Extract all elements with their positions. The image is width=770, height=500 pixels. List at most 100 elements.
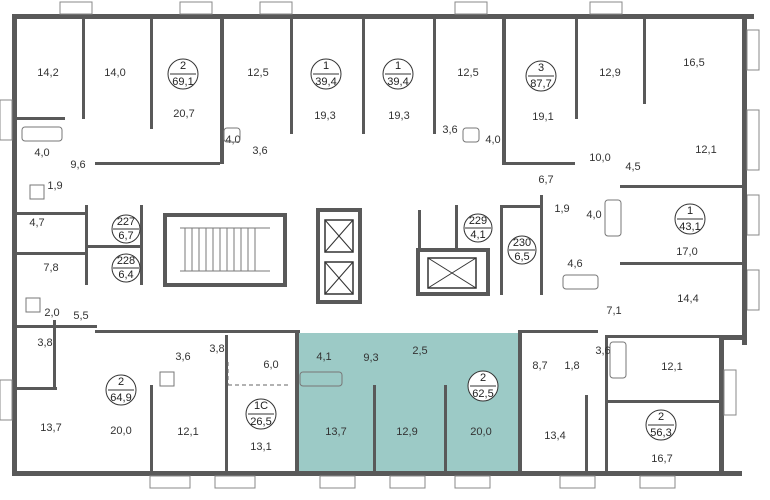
apartment-badge: 2 64,9 <box>105 374 137 406</box>
room-area: 13,7 <box>40 422 61 434</box>
room-labels: 14,2 14,0 20,7 12,5 19,3 19,3 12,5 19,1 … <box>29 57 716 465</box>
apartment-rooms: 1 <box>687 205 693 217</box>
room-area: 13,1 <box>250 441 271 453</box>
room-area: 7,1 <box>606 305 621 317</box>
room-area: 19,1 <box>532 111 553 123</box>
apartment-area: 87,7 <box>530 78 551 90</box>
room-area: 16,7 <box>651 453 672 465</box>
room-area: 6,0 <box>263 359 278 371</box>
room-area: 12,1 <box>177 426 198 438</box>
room-area: 19,3 <box>388 110 409 122</box>
apartment-rooms: 2 <box>658 411 664 423</box>
apartment-rooms: 3 <box>538 62 544 74</box>
room-area: 14,0 <box>104 67 125 79</box>
apartment-badge: 2 56,3 <box>645 409 677 441</box>
apartment-area: 43,1 <box>679 221 700 233</box>
room-area: 3,6 <box>595 345 610 357</box>
apartment-rooms: 2 <box>180 60 186 72</box>
elevator-2 <box>324 261 354 295</box>
room-area: 12,1 <box>695 144 716 156</box>
storage-number: 230 <box>513 237 531 249</box>
room-area: 3,8 <box>209 343 224 355</box>
room-area: 4,6 <box>567 258 582 270</box>
elevator-3 <box>427 257 477 289</box>
apartment-badge: 1 39,4 <box>310 58 342 90</box>
storage-badge: 229 4,1 <box>463 213 493 243</box>
top-windows <box>0 1 760 489</box>
room-area: 4,1 <box>316 351 331 363</box>
room-area: 3,6 <box>252 145 267 157</box>
apartment-area: 26,5 <box>250 416 271 428</box>
room-area: 10,0 <box>589 152 610 164</box>
apartment-badge: 1 39,4 <box>382 58 414 90</box>
apartment-badge: 1С 26,5 <box>245 398 277 430</box>
room-area: 4,0 <box>34 147 49 159</box>
apartment-rooms: 1С <box>254 400 268 412</box>
highlighted-apartment-fill <box>297 333 520 472</box>
room-area: 2,5 <box>412 345 427 357</box>
room-area: 7,8 <box>43 262 58 274</box>
room-area: 6,7 <box>538 174 553 186</box>
storage-badge: 230 6,5 <box>507 235 537 265</box>
apartment-area: 69,1 <box>172 76 193 88</box>
storage-badge: 227 6,7 <box>111 214 141 244</box>
apartment-area: 56,3 <box>650 427 671 439</box>
room-area: 13,4 <box>544 430 565 442</box>
room-area: 12,9 <box>396 426 417 438</box>
room-area: 19,3 <box>314 110 335 122</box>
storage-number: 227 <box>117 216 135 228</box>
room-area: 12,9 <box>599 67 620 79</box>
storage-number: 228 <box>117 255 135 267</box>
stair-steps <box>184 228 256 271</box>
apartment-rooms: 1 <box>323 60 329 72</box>
bathroom-fixtures <box>21 126 627 387</box>
room-area: 1,9 <box>554 203 569 215</box>
room-area: 1,8 <box>564 360 579 372</box>
room-area: 3,6 <box>442 124 457 136</box>
room-area: 14,4 <box>677 293 698 305</box>
room-area: 20,0 <box>110 425 131 437</box>
apartment-area: 39,4 <box>387 76 408 88</box>
room-area: 4,5 <box>625 161 640 173</box>
room-area: 13,7 <box>325 426 346 438</box>
room-area: 12,1 <box>661 361 682 373</box>
room-area: 17,0 <box>676 246 697 258</box>
room-area: 8,7 <box>532 360 547 372</box>
room-area: 3,6 <box>175 351 190 363</box>
apartment-rooms: 1 <box>395 60 401 72</box>
room-area: 20,0 <box>470 426 491 438</box>
room-area: 9,6 <box>70 159 85 171</box>
apartment-badges: 2 69,1 1 39,4 1 39,4 3 87,7 1 43,1 <box>105 58 706 441</box>
room-area: 4,0 <box>586 209 601 221</box>
room-area: 12,5 <box>247 67 268 79</box>
room-area: 4,7 <box>29 217 44 229</box>
highlighted-apartment-fill-top <box>340 333 520 343</box>
dashed-partition <box>227 362 290 386</box>
storage-badge: 228 6,4 <box>111 253 141 283</box>
room-area: 5,5 <box>73 310 88 322</box>
storage-area: 4,1 <box>470 229 485 241</box>
apartment-badge: 2 69,1 <box>167 58 199 90</box>
apartment-rooms: 2 <box>480 372 486 384</box>
room-area: 1,9 <box>47 180 62 192</box>
apartment-badge: 2 62,5 <box>467 370 499 402</box>
room-area: 9,3 <box>363 352 378 364</box>
storage-area: 6,7 <box>118 230 133 242</box>
room-area: 3,8 <box>37 337 52 349</box>
apartment-area: 64,9 <box>110 392 131 404</box>
outer-walls <box>12 14 754 476</box>
room-area: 14,2 <box>37 67 58 79</box>
elevator-1 <box>324 219 354 253</box>
room-area: 12,5 <box>457 67 478 79</box>
room-area: 4,0 <box>485 134 500 146</box>
interior-walls <box>17 19 747 471</box>
storage-number: 229 <box>469 215 487 227</box>
apartment-badge: 1 43,1 <box>674 203 706 235</box>
storage-area: 6,5 <box>514 251 529 263</box>
room-area: 20,7 <box>173 108 194 120</box>
room-area: 4,0 <box>225 134 240 146</box>
apartment-area: 62,5 <box>472 388 493 400</box>
building-core <box>85 195 543 304</box>
storage-area: 6,4 <box>118 269 133 281</box>
